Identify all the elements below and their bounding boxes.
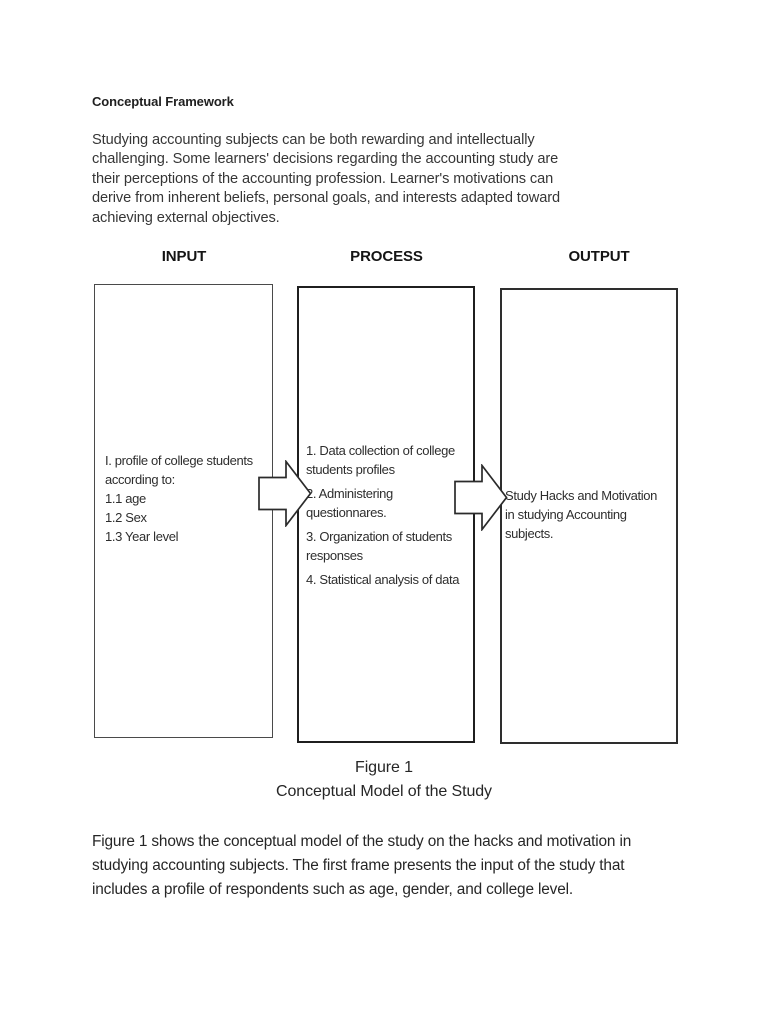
paragraph-line: derive from inherent beliefs, personal g… [92, 190, 560, 207]
process-step-line: 2. Administering [306, 485, 393, 501]
process-step-line: 1. Data collection of college [306, 442, 455, 458]
input-box-line: I. profile of college students [105, 452, 253, 468]
process-step: 1. Data collection of college students p… [306, 441, 473, 479]
process-step-line: questionnares. [306, 504, 387, 520]
process-step-line: 4. Statistical analysis of data [306, 571, 460, 587]
paragraph-line: Studying accounting subjects can be both… [92, 132, 535, 148]
output-box-text: Study Hacks and Motivation in studying A… [505, 486, 676, 543]
paragraph-line: studying accounting subjects. The first … [92, 857, 625, 875]
paragraph-line: achieving external objectives. [92, 209, 280, 226]
figure-caption-title: Conceptual Model of the Study [276, 783, 492, 800]
process-box: 1. Data collection of college students p… [297, 286, 475, 743]
figure-caption-number: Figure 1 [355, 759, 413, 776]
output-box-line: subjects. [505, 525, 554, 541]
output-box-line: Study Hacks and Motivation [505, 487, 658, 503]
paragraph-line: includes a profile of respondents such a… [92, 881, 574, 899]
column-header-output: OUTPUT [568, 248, 630, 265]
output-box-line: in studying Accounting [505, 506, 627, 522]
process-step: 4. Statistical analysis of data [306, 570, 473, 589]
right-arrow-icon [454, 464, 508, 531]
section-heading: Conceptual Framework [92, 94, 234, 109]
intro-paragraph: Studying accounting subjects can be both… [92, 131, 682, 228]
process-step-line: students profiles [306, 461, 395, 477]
process-step: 3. Organization of students responses [306, 527, 473, 565]
paragraph-line: Figure 1 shows the conceptual model of t… [92, 833, 632, 850]
figure-description-paragraph: Figure 1 shows the conceptual model of t… [92, 830, 687, 903]
paragraph-line: their perceptions of the accounting prof… [92, 170, 554, 187]
input-box: I. profile of college students according… [94, 284, 273, 738]
process-step-line: 3. Organization of students [306, 528, 452, 544]
input-box-line: 1.2 Sex [105, 509, 147, 525]
process-step-line: responses [306, 547, 363, 563]
right-arrow-icon [258, 460, 312, 527]
column-header-input: INPUT [161, 248, 207, 265]
input-box-line: 1.3 Year level [105, 528, 179, 544]
process-step: 2. Administering questionnares. [306, 484, 473, 522]
process-box-text: 1. Data collection of college students p… [306, 436, 473, 594]
output-box: Study Hacks and Motivation in studying A… [500, 288, 678, 744]
input-box-line: according to: [105, 471, 175, 487]
column-header-process: PROCESS [350, 248, 423, 265]
input-box-line: 1.1 age [105, 490, 146, 506]
paragraph-line: challenging. Some learners' decisions re… [92, 151, 559, 168]
input-box-text: I. profile of college students according… [105, 451, 272, 546]
